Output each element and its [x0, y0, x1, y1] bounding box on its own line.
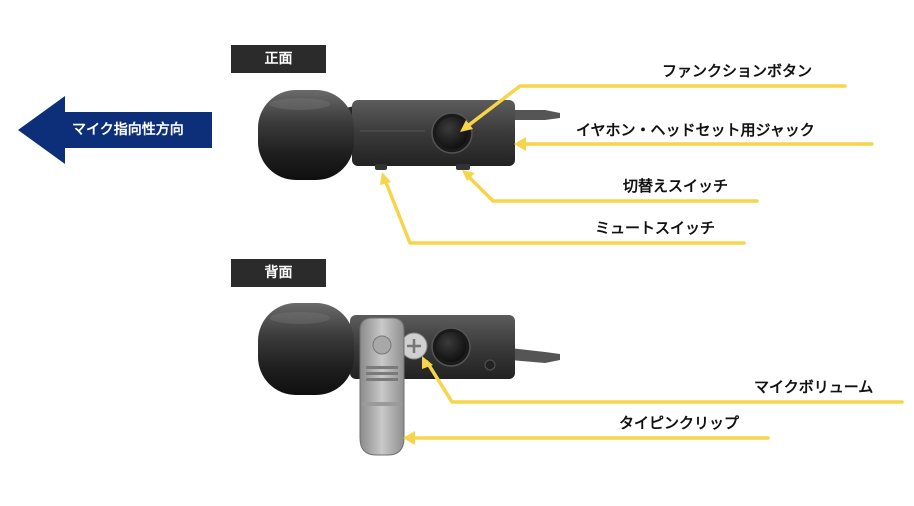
- earphone-jack-label: イヤホン・ヘッドセット用ジャック: [576, 121, 815, 139]
- toggle-switch-label: 切替えスイッチ: [623, 177, 729, 195]
- tie-clip-label: タイピンクリップ: [619, 414, 740, 432]
- function-button-label: ファンクションボタン: [662, 62, 813, 80]
- leader-arrowheads: [380, 120, 526, 445]
- mic-volume-label: マイクボリューム: [754, 378, 874, 396]
- front-device: [258, 90, 560, 180]
- leader-lines: [383, 84, 904, 440]
- direction-label: マイク指向性方向: [72, 122, 184, 138]
- back-device: [258, 303, 560, 456]
- direction-arrow: [18, 96, 212, 164]
- back-mic-cap: [258, 303, 354, 395]
- mute-switch-label: ミュートスイッチ: [595, 219, 716, 237]
- front-tag: 正面: [231, 45, 326, 73]
- front-mic-cap: [258, 90, 354, 180]
- back-tag: 背面: [231, 259, 326, 287]
